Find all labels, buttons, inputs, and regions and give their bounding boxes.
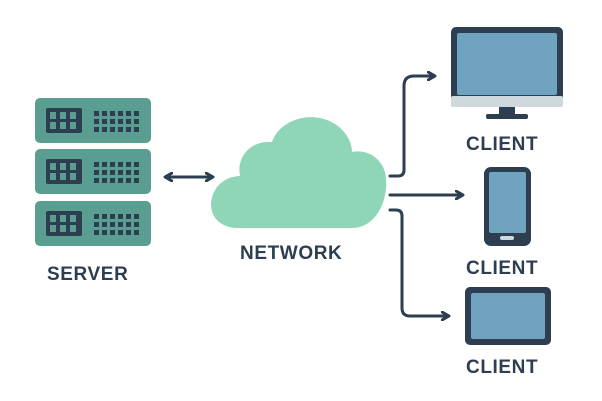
client-desktop-label: CLIENT — [466, 134, 539, 155]
network-to-desktop-arrow — [388, 76, 434, 178]
network-label: NETWORK — [240, 243, 343, 264]
server-icon — [35, 98, 151, 246]
network-to-tablet-arrow — [388, 208, 448, 316]
server-unit-top — [35, 98, 151, 143]
server-label: SERVER — [47, 264, 129, 285]
smartphone-icon — [484, 167, 531, 246]
server-unit-bottom — [35, 201, 151, 246]
server-unit-middle — [35, 149, 151, 194]
tablet-icon — [465, 287, 551, 345]
cloud-icon — [211, 117, 387, 228]
client-phone-label: CLIENT — [466, 258, 539, 279]
client-tablet-label: CLIENT — [466, 357, 539, 378]
desktop-monitor-icon — [451, 27, 563, 119]
